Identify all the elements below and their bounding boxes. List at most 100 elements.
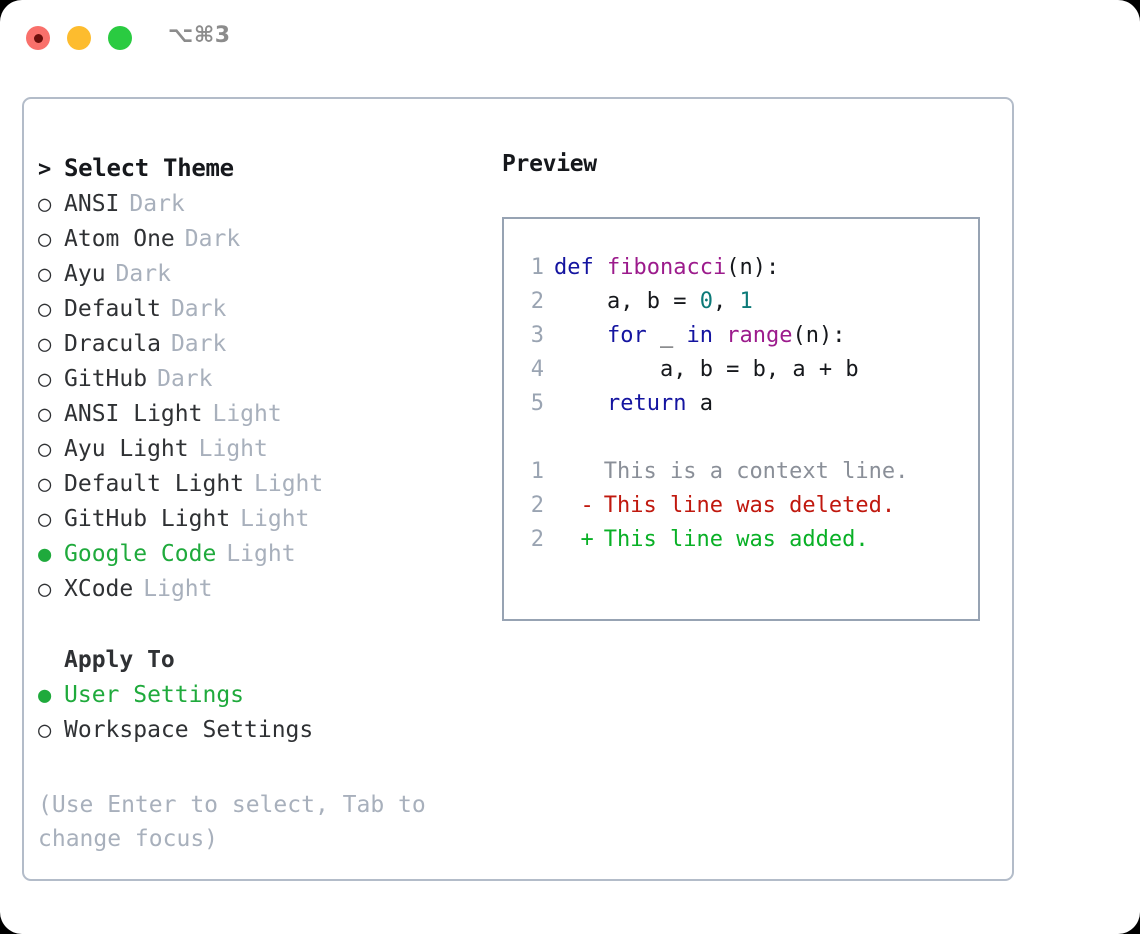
apply-to-option-workspace-settings[interactable]: ○Workspace Settings bbox=[38, 713, 494, 748]
theme-option-xcode[interactable]: ○ XCode Light bbox=[38, 572, 494, 607]
code-line: 4 a, b = b, a + b bbox=[522, 353, 978, 387]
code-token-txt bbox=[554, 391, 607, 416]
diff-line-number: 2 bbox=[530, 493, 544, 518]
code-line-number: 4 bbox=[530, 357, 544, 382]
radio-unselected-icon: ○ bbox=[38, 332, 52, 357]
theme-option-label: GitHub bbox=[64, 366, 148, 392]
theme-option-kind: Dark bbox=[170, 296, 227, 322]
theme-option-ayu-light[interactable]: ○ Ayu Light Light bbox=[38, 432, 494, 467]
minimize-window-button[interactable] bbox=[67, 26, 91, 50]
theme-option-ayu[interactable]: ○ Ayu Dark bbox=[38, 257, 494, 292]
radio-unselected-icon: ○ bbox=[38, 507, 52, 532]
diff-line-text: This line was deleted. bbox=[590, 493, 896, 518]
theme-option-kind: Dark bbox=[184, 226, 241, 252]
diff-gutter-spacer bbox=[554, 527, 581, 552]
theme-option-kind: Light bbox=[212, 401, 282, 427]
code-token-kw: in bbox=[686, 323, 713, 348]
radio-unselected-icon: ○ bbox=[38, 577, 52, 602]
theme-option-default-light[interactable]: ○ Default Light Light bbox=[38, 467, 494, 502]
prompt-caret-icon: > bbox=[38, 157, 51, 182]
apply-to-spacer-icon bbox=[38, 644, 64, 678]
title-bar: ⌥⌘3 bbox=[0, 0, 1140, 78]
apply-to-list: ●User Settings○Workspace Settings bbox=[38, 678, 494, 748]
theme-option-kind: Light bbox=[198, 436, 268, 462]
theme-option-kind: Light bbox=[254, 471, 324, 497]
traffic-lights bbox=[26, 26, 132, 50]
diff-sample: 1 This is a context line.2 - This line w… bbox=[522, 455, 978, 557]
code-line: 2 a, b = 0, 1 bbox=[522, 285, 978, 319]
code-token-kw: for bbox=[606, 323, 647, 348]
code-line: 3 for _ in range(n): bbox=[522, 319, 978, 353]
code-token-kw: def bbox=[554, 255, 607, 280]
maximize-window-button[interactable] bbox=[108, 26, 132, 50]
preview-heading: Preview bbox=[502, 151, 597, 177]
diff-marker-icon: - bbox=[580, 493, 594, 518]
theme-option-github[interactable]: ○ GitHub Dark bbox=[38, 362, 494, 397]
keyboard-hint-text: (Use Enter to select, Tab to change focu… bbox=[38, 792, 426, 852]
code-token-num: 1 bbox=[739, 289, 753, 314]
theme-option-label: ANSI bbox=[64, 191, 120, 217]
diff-marker-icon bbox=[581, 455, 591, 489]
preview-spacer bbox=[522, 421, 978, 455]
diff-line-text: This is a context line. bbox=[590, 459, 909, 484]
theme-option-label: Atom One bbox=[64, 226, 175, 252]
code-token-txt: a, b = b, a + b bbox=[554, 357, 859, 382]
code-token-txt bbox=[554, 323, 607, 348]
theme-option-label: Google Code bbox=[64, 541, 217, 567]
close-window-button[interactable] bbox=[26, 26, 50, 50]
theme-option-kind: Light bbox=[143, 576, 213, 602]
theme-option-label: Default Light bbox=[64, 471, 245, 497]
code-token-txt: (n): bbox=[726, 255, 780, 280]
radio-unselected-icon: ○ bbox=[38, 367, 52, 392]
theme-option-kind: Light bbox=[240, 506, 310, 532]
apply-to-heading-label: Apply To bbox=[64, 647, 175, 673]
theme-option-label: XCode bbox=[64, 576, 134, 602]
code-token-fn: range bbox=[726, 323, 793, 348]
radio-unselected-icon: ○ bbox=[38, 472, 52, 497]
code-line-number: 3 bbox=[530, 323, 544, 348]
select-theme-heading: > Select Theme bbox=[38, 151, 494, 187]
theme-option-kind: Dark bbox=[115, 261, 171, 287]
code-token-txt: a, b = bbox=[554, 289, 700, 314]
theme-option-label: Ayu Light bbox=[64, 436, 189, 462]
theme-option-kind: Dark bbox=[170, 331, 227, 357]
apply-to-option-user-settings[interactable]: ●User Settings bbox=[38, 678, 494, 713]
diff-line-ctx: 1 This is a context line. bbox=[522, 455, 978, 489]
apply-to-heading: Apply To bbox=[38, 643, 494, 678]
theme-option-kind: Dark bbox=[129, 191, 185, 217]
diff-gutter-spacer bbox=[554, 459, 581, 484]
code-token-txt: , bbox=[712, 289, 740, 314]
radio-unselected-icon: ○ bbox=[38, 437, 52, 462]
radio-unselected-icon: ○ bbox=[38, 262, 52, 287]
code-line-number: 5 bbox=[530, 391, 544, 416]
diff-line-number: 2 bbox=[530, 527, 544, 552]
radio-selected-icon: ● bbox=[38, 542, 52, 567]
keyboard-shortcut-label: ⌥⌘3 bbox=[168, 23, 231, 48]
theme-option-label: ANSI Light bbox=[64, 401, 203, 427]
diff-gutter-spacer bbox=[554, 493, 581, 518]
code-token-kw: return bbox=[606, 391, 687, 416]
apply-to-option-label: Workspace Settings bbox=[64, 717, 314, 743]
theme-option-kind: Dark bbox=[157, 366, 213, 392]
diff-line-number: 1 bbox=[530, 459, 544, 484]
code-token-num: 0 bbox=[699, 289, 713, 314]
theme-option-dracula[interactable]: ○ Dracula Dark bbox=[38, 327, 494, 362]
diff-line-text: This line was added. bbox=[590, 527, 869, 552]
radio-unselected-icon: ○ bbox=[38, 227, 52, 252]
diff-line-del: 2 - This line was deleted. bbox=[522, 489, 978, 523]
theme-option-label: Default bbox=[64, 296, 161, 322]
code-line-number: 2 bbox=[530, 289, 544, 314]
theme-option-label: Dracula bbox=[64, 331, 161, 357]
select-theme-heading-label: Select Theme bbox=[64, 154, 234, 182]
theme-option-label: Ayu bbox=[64, 261, 106, 287]
theme-option-atom-one[interactable]: ○ Atom One Dark bbox=[38, 222, 494, 257]
